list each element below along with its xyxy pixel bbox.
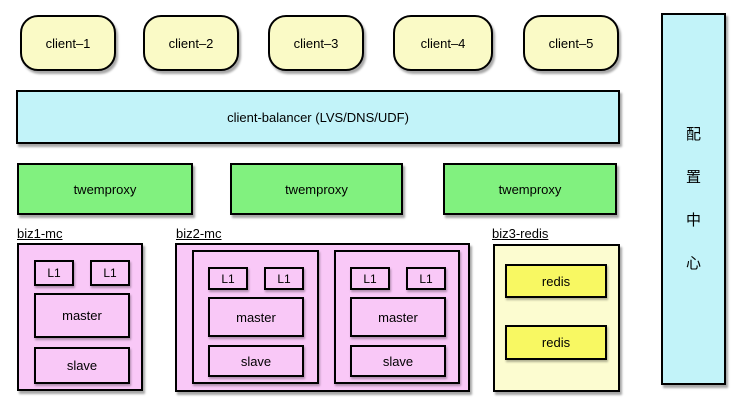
biz1-slave-node: slave <box>34 347 130 384</box>
twemproxy-node-3: twemproxy <box>443 163 617 215</box>
config-center-char-4: 心 <box>685 254 701 272</box>
biz3-redis-group: redis redis <box>493 244 620 392</box>
twemproxy-label-3: twemproxy <box>498 181 562 197</box>
twemproxy-label-1: twemproxy <box>73 181 137 197</box>
biz1-l1-node-1: L1 <box>34 260 74 286</box>
config-center-char-3: 中 <box>685 211 701 229</box>
twemproxy-label-2: twemproxy <box>285 181 348 197</box>
biz2-shard2-l1-node-1: L1 <box>350 267 390 290</box>
client-1-node: client–1 <box>20 15 116 71</box>
biz2-shard1-l1-label-1: L1 <box>221 271 235 286</box>
biz2-shard1-master-label: master <box>236 309 276 325</box>
biz1-mc-title: biz1-mc <box>17 226 63 241</box>
client-3-label: client–3 <box>293 35 339 51</box>
biz2-shard2-l1-node-2: L1 <box>406 267 446 290</box>
biz1-slave-label: slave <box>66 358 98 373</box>
redis-node-2: redis <box>505 325 607 360</box>
client-3-node: client–3 <box>268 15 364 71</box>
biz2-shard1-l1-label-2: L1 <box>277 271 291 286</box>
client-2-node: client–2 <box>143 15 239 71</box>
biz1-l1-node-2: L1 <box>90 260 130 286</box>
client-balancer-label: client-balancer (LVS/DNS/UDF) <box>227 109 409 125</box>
biz2-shard2-slave-node: slave <box>350 345 446 377</box>
config-center-char-1: 配 <box>685 125 701 143</box>
biz2-shard1-l1-node-1: L1 <box>208 267 248 290</box>
client-5-label: client–5 <box>548 35 594 51</box>
client-1-label: client–1 <box>45 35 91 51</box>
twemproxy-node-1: twemproxy <box>17 163 193 215</box>
config-center-char-2: 置 <box>685 168 701 186</box>
redis-label-1: redis <box>541 273 571 289</box>
biz2-shard2-master-label: master <box>378 309 418 325</box>
biz2-mc-group: L1 L1 master slave L1 L1 master sla <box>175 243 470 392</box>
biz2-shard1-slave-label: slave <box>240 353 272 369</box>
biz1-master-label: master <box>62 308 102 323</box>
redis-label-2: redis <box>541 335 571 350</box>
config-center-label: 配 置 中 心 <box>685 125 701 272</box>
biz2-shard2-l1-label-1: L1 <box>363 271 377 286</box>
biz2-shard-2: L1 L1 master slave <box>334 250 460 384</box>
biz2-shard-1: L1 L1 master slave <box>192 250 319 384</box>
biz2-shard1-master-node: master <box>208 297 304 337</box>
biz2-shard2-slave-label: slave <box>382 353 414 369</box>
biz2-shard1-slave-node: slave <box>208 345 304 377</box>
biz2-shard2-master-node: master <box>350 297 446 337</box>
biz3-redis-title: biz3-redis <box>492 226 549 241</box>
biz1-mc-group: L1 L1 master slave <box>17 243 143 391</box>
biz1-l1-label-1: L1 <box>47 266 61 280</box>
redis-node-1: redis <box>505 264 607 298</box>
biz1-l1-label-2: L1 <box>103 266 117 280</box>
client-2-label: client–2 <box>168 35 214 51</box>
biz2-shard1-l1-node-2: L1 <box>264 267 304 290</box>
biz1-master-node: master <box>34 293 130 338</box>
client-5-node: client–5 <box>523 15 619 71</box>
biz2-shard2-l1-label-2: L1 <box>419 271 433 286</box>
client-4-node: client–4 <box>393 15 493 71</box>
config-center-bar: 配 置 中 心 <box>661 13 726 385</box>
client-4-label: client–4 <box>420 35 466 51</box>
biz2-mc-title: biz2-mc <box>176 226 222 241</box>
twemproxy-node-2: twemproxy <box>230 163 403 215</box>
client-balancer-node: client-balancer (LVS/DNS/UDF) <box>16 90 620 144</box>
